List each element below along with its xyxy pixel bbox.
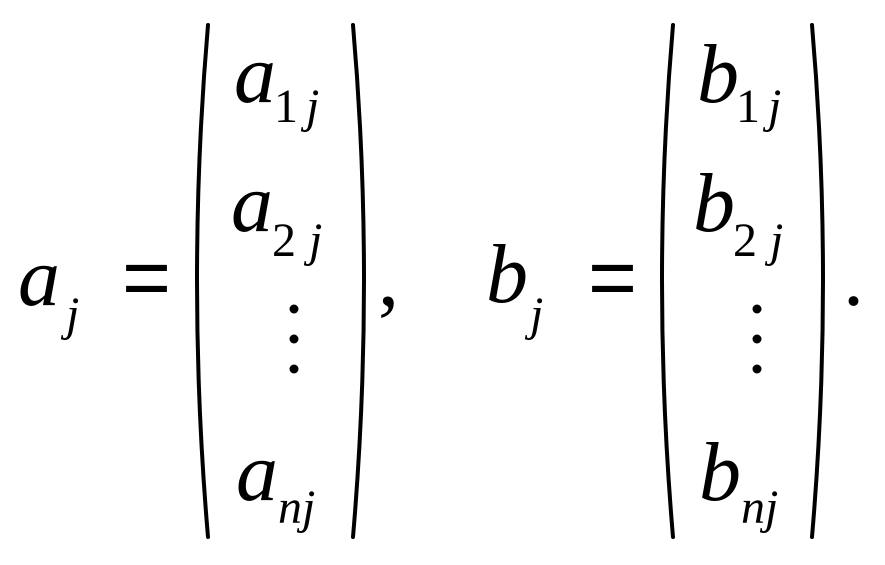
vdots-dot <box>289 364 299 374</box>
lhs-b-base: b <box>486 228 528 321</box>
vector-a-entry-n: a n j <box>236 426 315 534</box>
entry-row-index: 1 <box>274 80 298 133</box>
entry-row-index: n <box>741 481 765 534</box>
vector-b-entry-2: b 2 j <box>693 157 783 267</box>
entry-row-index: n <box>278 481 302 534</box>
vector-a-entry-2: a 2 j <box>231 157 322 267</box>
vdots-dot <box>752 304 762 314</box>
entry-col-index: j <box>300 80 319 133</box>
entry-base: a <box>231 157 273 250</box>
entry-base: b <box>693 157 735 250</box>
vdots-dot <box>752 364 762 374</box>
vector-b-entry-n: b n j <box>699 426 778 534</box>
vector-a-entry-1: a 1 j <box>234 28 319 133</box>
equals-sign-b: = <box>588 230 637 324</box>
entry-base: b <box>699 426 741 519</box>
lhs-a-base: a <box>18 231 60 324</box>
period: . <box>843 231 864 324</box>
equals-sign-a: = <box>122 230 171 324</box>
vdots-dot <box>289 304 299 314</box>
vector-b-vdots <box>752 304 762 374</box>
vdots-dot <box>289 334 299 344</box>
entry-col-index: j <box>303 214 322 267</box>
entry-col-index: j <box>764 214 783 267</box>
vdots-dot <box>752 334 762 344</box>
entry-row-index: 2 <box>272 214 296 267</box>
vector-b-entry-1: b 1 j <box>697 28 781 133</box>
entry-base: a <box>236 426 278 519</box>
entry-col-index: j <box>762 80 781 133</box>
lhs-a: a j <box>18 231 79 341</box>
entry-row-index: 1 <box>736 80 760 133</box>
vector-a-vdots <box>289 304 299 374</box>
vector-b-right-paren <box>810 23 825 539</box>
entry-base: b <box>697 28 739 121</box>
vector-b: b 1 j b 2 j b n j <box>693 28 783 534</box>
entry-row-index: 2 <box>733 214 757 267</box>
comma: , <box>378 231 399 324</box>
lhs-b: b j <box>486 228 543 341</box>
vector-a-left-paren <box>195 23 210 539</box>
vector-a: a 1 j a 2 j a n j <box>231 28 322 534</box>
vector-a-right-paren <box>351 23 366 539</box>
entry-base: a <box>234 28 276 121</box>
lhs-a-subscript: j <box>60 288 79 341</box>
vector-b-left-paren <box>660 23 675 539</box>
